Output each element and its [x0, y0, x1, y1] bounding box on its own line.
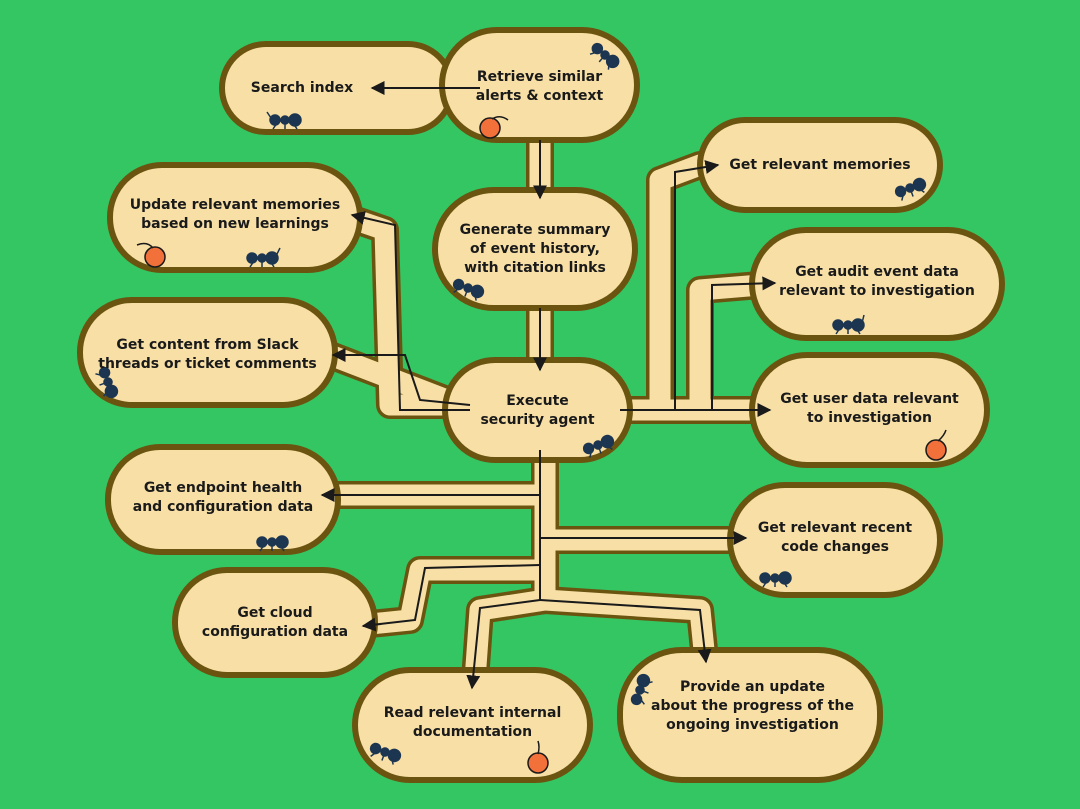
- node-retrieve-similar: Retrieve similar alerts & context: [475, 69, 604, 104]
- node-provide-update: Provide an update about the progress of …: [651, 678, 854, 733]
- arrow-to-provide-update: [539, 599, 712, 664]
- chamber-read-internal-docs: [352, 667, 593, 783]
- ant-icon: [759, 571, 792, 588]
- flow-arrows: [320, 81, 777, 690]
- ant-icon: [894, 177, 927, 201]
- ant-icon: [832, 314, 865, 335]
- node-generate-summary: Generate summary of event history, with …: [459, 221, 611, 276]
- ant-icon: [582, 434, 615, 458]
- ant-icon: [95, 366, 119, 399]
- node-get-code-changes: Get relevant recent code changes: [757, 520, 913, 555]
- ant-icon: [266, 111, 302, 130]
- ant-icon: [630, 673, 653, 706]
- node-update-memories: Update relevant memories based on new le…: [129, 197, 341, 232]
- node-get-slack-content: Get content from Slack threads or ticket…: [98, 337, 317, 372]
- ants: [95, 42, 927, 765]
- node-get-audit-events: Get audit event data relevant to investi…: [779, 264, 975, 299]
- node-execute-agent: Execute security agent: [480, 393, 595, 428]
- ant-icon: [452, 278, 485, 301]
- ant-icon: [256, 535, 289, 552]
- ant-icon: [589, 42, 620, 70]
- apples: [136, 116, 947, 774]
- apple-icon: [925, 429, 947, 461]
- apple-icon: [479, 116, 509, 139]
- node-get-cloud-config: Get cloud configuration data: [201, 605, 349, 640]
- chamber-get-memories: [697, 117, 943, 213]
- arrow-to-get-memories: [674, 160, 720, 410]
- chamber-get-endpoint-health: [105, 444, 341, 555]
- node-get-user-data: Get user data relevant to investigation: [780, 391, 959, 426]
- apple-icon: [136, 242, 166, 268]
- ant-icon: [369, 742, 402, 765]
- arrow-to-internal-docs: [466, 599, 541, 690]
- chamber-provide-update: [617, 647, 883, 783]
- chamber-get-code-changes: [727, 482, 943, 598]
- node-get-memories: Get relevant memories: [729, 156, 911, 173]
- arrow-to-slack-content: [331, 348, 471, 406]
- node-search-index: Search index: [250, 79, 354, 96]
- ant-icon: [246, 247, 281, 268]
- arrow-to-audit-events: [711, 276, 777, 410]
- node-get-endpoint-health: Get endpoint health and configuration da…: [132, 480, 314, 515]
- node-read-internal-docs: Read relevant internal documentation: [383, 705, 562, 740]
- arrow-to-update-memories: [350, 211, 470, 411]
- apple-icon: [527, 740, 549, 774]
- arrow-to-cloud-config: [361, 564, 541, 632]
